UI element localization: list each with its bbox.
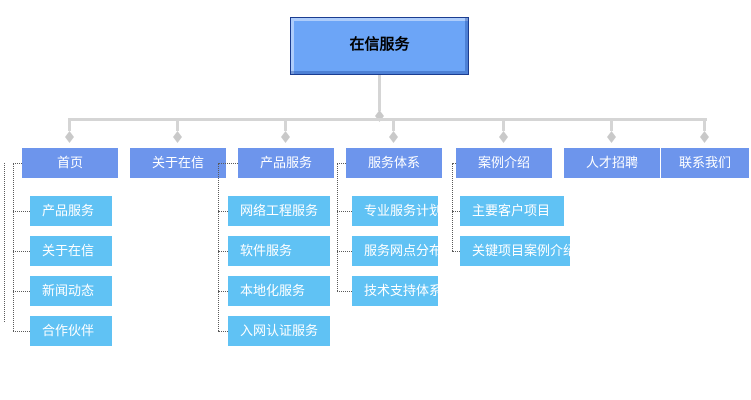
subnav-cases-clients[interactable]: 主要客户项目	[460, 196, 564, 226]
nav-node-products[interactable]: 产品服务	[238, 148, 334, 178]
dotted-child-stub	[218, 331, 228, 332]
dotted-guide-line	[4, 163, 5, 322]
subnav-products-software[interactable]: 软件服务	[228, 236, 330, 266]
drop-line	[284, 121, 287, 131]
subnav-products-certification[interactable]: 入网认证服务	[228, 316, 330, 346]
nav-node-services[interactable]: 服务体系	[346, 148, 442, 178]
dotted-child-stub	[13, 291, 30, 292]
subnav-services-support[interactable]: 技术支持体系	[352, 276, 438, 306]
dotted-child-stub	[452, 211, 460, 212]
dotted-child-stub	[13, 251, 30, 252]
dotted-connector	[13, 163, 14, 331]
dotted-child-stub	[337, 291, 352, 292]
drop-line	[610, 121, 613, 131]
dotted-parent-stub	[452, 163, 456, 164]
drop-line	[502, 121, 505, 131]
subnav-home-about[interactable]: 关于在信	[30, 236, 112, 266]
arrow-diamond-icon	[173, 131, 182, 143]
arrow-diamond-icon	[281, 131, 290, 143]
drop-line	[703, 121, 706, 131]
arrow-diamond-icon	[700, 131, 709, 143]
subnav-home-news[interactable]: 新闻动态	[30, 276, 112, 306]
arrow-diamond-icon	[389, 131, 398, 143]
arrow-diamond-icon	[607, 131, 616, 143]
arrow-diamond-icon	[65, 131, 74, 143]
root-node[interactable]: 在信服务	[290, 17, 469, 75]
arrow-diamond-icon	[499, 131, 508, 143]
nav-node-home[interactable]: 首页	[22, 148, 118, 178]
drop-line	[68, 121, 71, 131]
nav-node-jobs[interactable]: 人才招聘	[564, 148, 660, 178]
nav-node-cases[interactable]: 案例介绍	[456, 148, 552, 178]
dotted-parent-stub	[218, 163, 238, 164]
dotted-connector	[218, 163, 219, 331]
dotted-parent-stub	[337, 163, 346, 164]
subnav-home-partners[interactable]: 合作伙伴	[30, 316, 112, 346]
dotted-parent-stub	[13, 163, 22, 164]
subnav-products-localization[interactable]: 本地化服务	[228, 276, 330, 306]
subnav-services-network[interactable]: 服务网点分布	[352, 236, 438, 266]
dotted-connector	[452, 163, 453, 251]
root-drop-line	[378, 75, 381, 111]
dotted-child-stub	[218, 251, 228, 252]
subnav-cases-keycases[interactable]: 关键项目案例介绍	[460, 236, 570, 266]
dotted-connector	[337, 163, 338, 291]
drop-line	[392, 121, 395, 131]
subnav-services-plan[interactable]: 专业服务计划	[352, 196, 438, 226]
nav-node-about[interactable]: 关于在信	[130, 148, 226, 178]
dotted-child-stub	[218, 211, 228, 212]
arrow-diamond-icon	[375, 110, 384, 122]
dotted-child-stub	[452, 251, 460, 252]
drop-line	[176, 121, 179, 131]
dotted-child-stub	[13, 211, 30, 212]
nav-node-contact[interactable]: 联系我们	[661, 148, 749, 178]
dotted-child-stub	[218, 291, 228, 292]
dotted-child-stub	[337, 251, 352, 252]
subnav-home-products[interactable]: 产品服务	[30, 196, 112, 226]
dotted-child-stub	[337, 211, 352, 212]
branch-line	[68, 118, 707, 121]
subnav-products-network[interactable]: 网络工程服务	[228, 196, 330, 226]
dotted-child-stub	[13, 331, 30, 332]
